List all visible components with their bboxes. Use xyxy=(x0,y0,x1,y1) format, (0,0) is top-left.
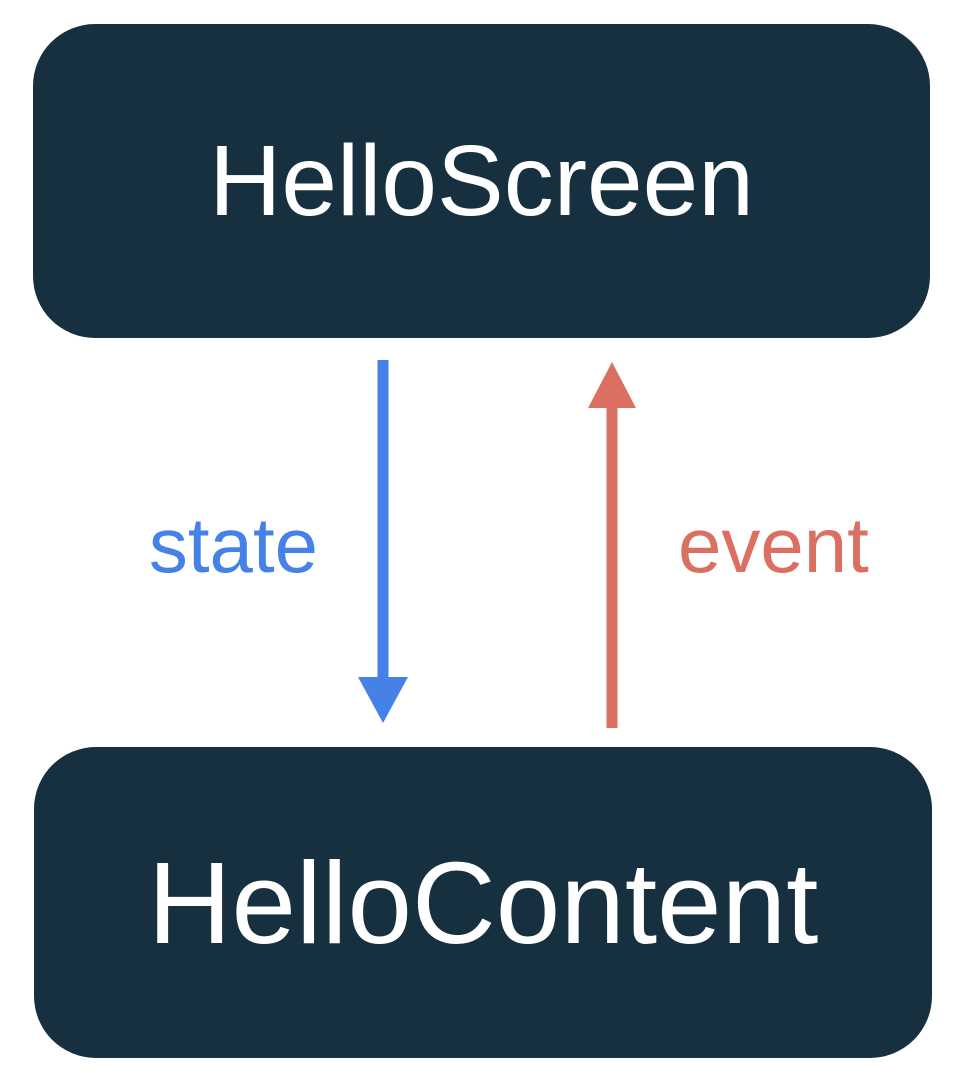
hello-screen-label: HelloScreen xyxy=(209,124,754,237)
state-arrow-down-icon xyxy=(358,360,408,723)
event-edge-label: event xyxy=(678,501,869,589)
node-hello-content: HelloContent xyxy=(34,747,932,1058)
state-edge-label: state xyxy=(148,501,318,589)
node-hello-screen: HelloScreen xyxy=(33,24,930,338)
hello-content-label: HelloContent xyxy=(147,837,819,968)
event-arrow-up-icon xyxy=(588,362,636,728)
